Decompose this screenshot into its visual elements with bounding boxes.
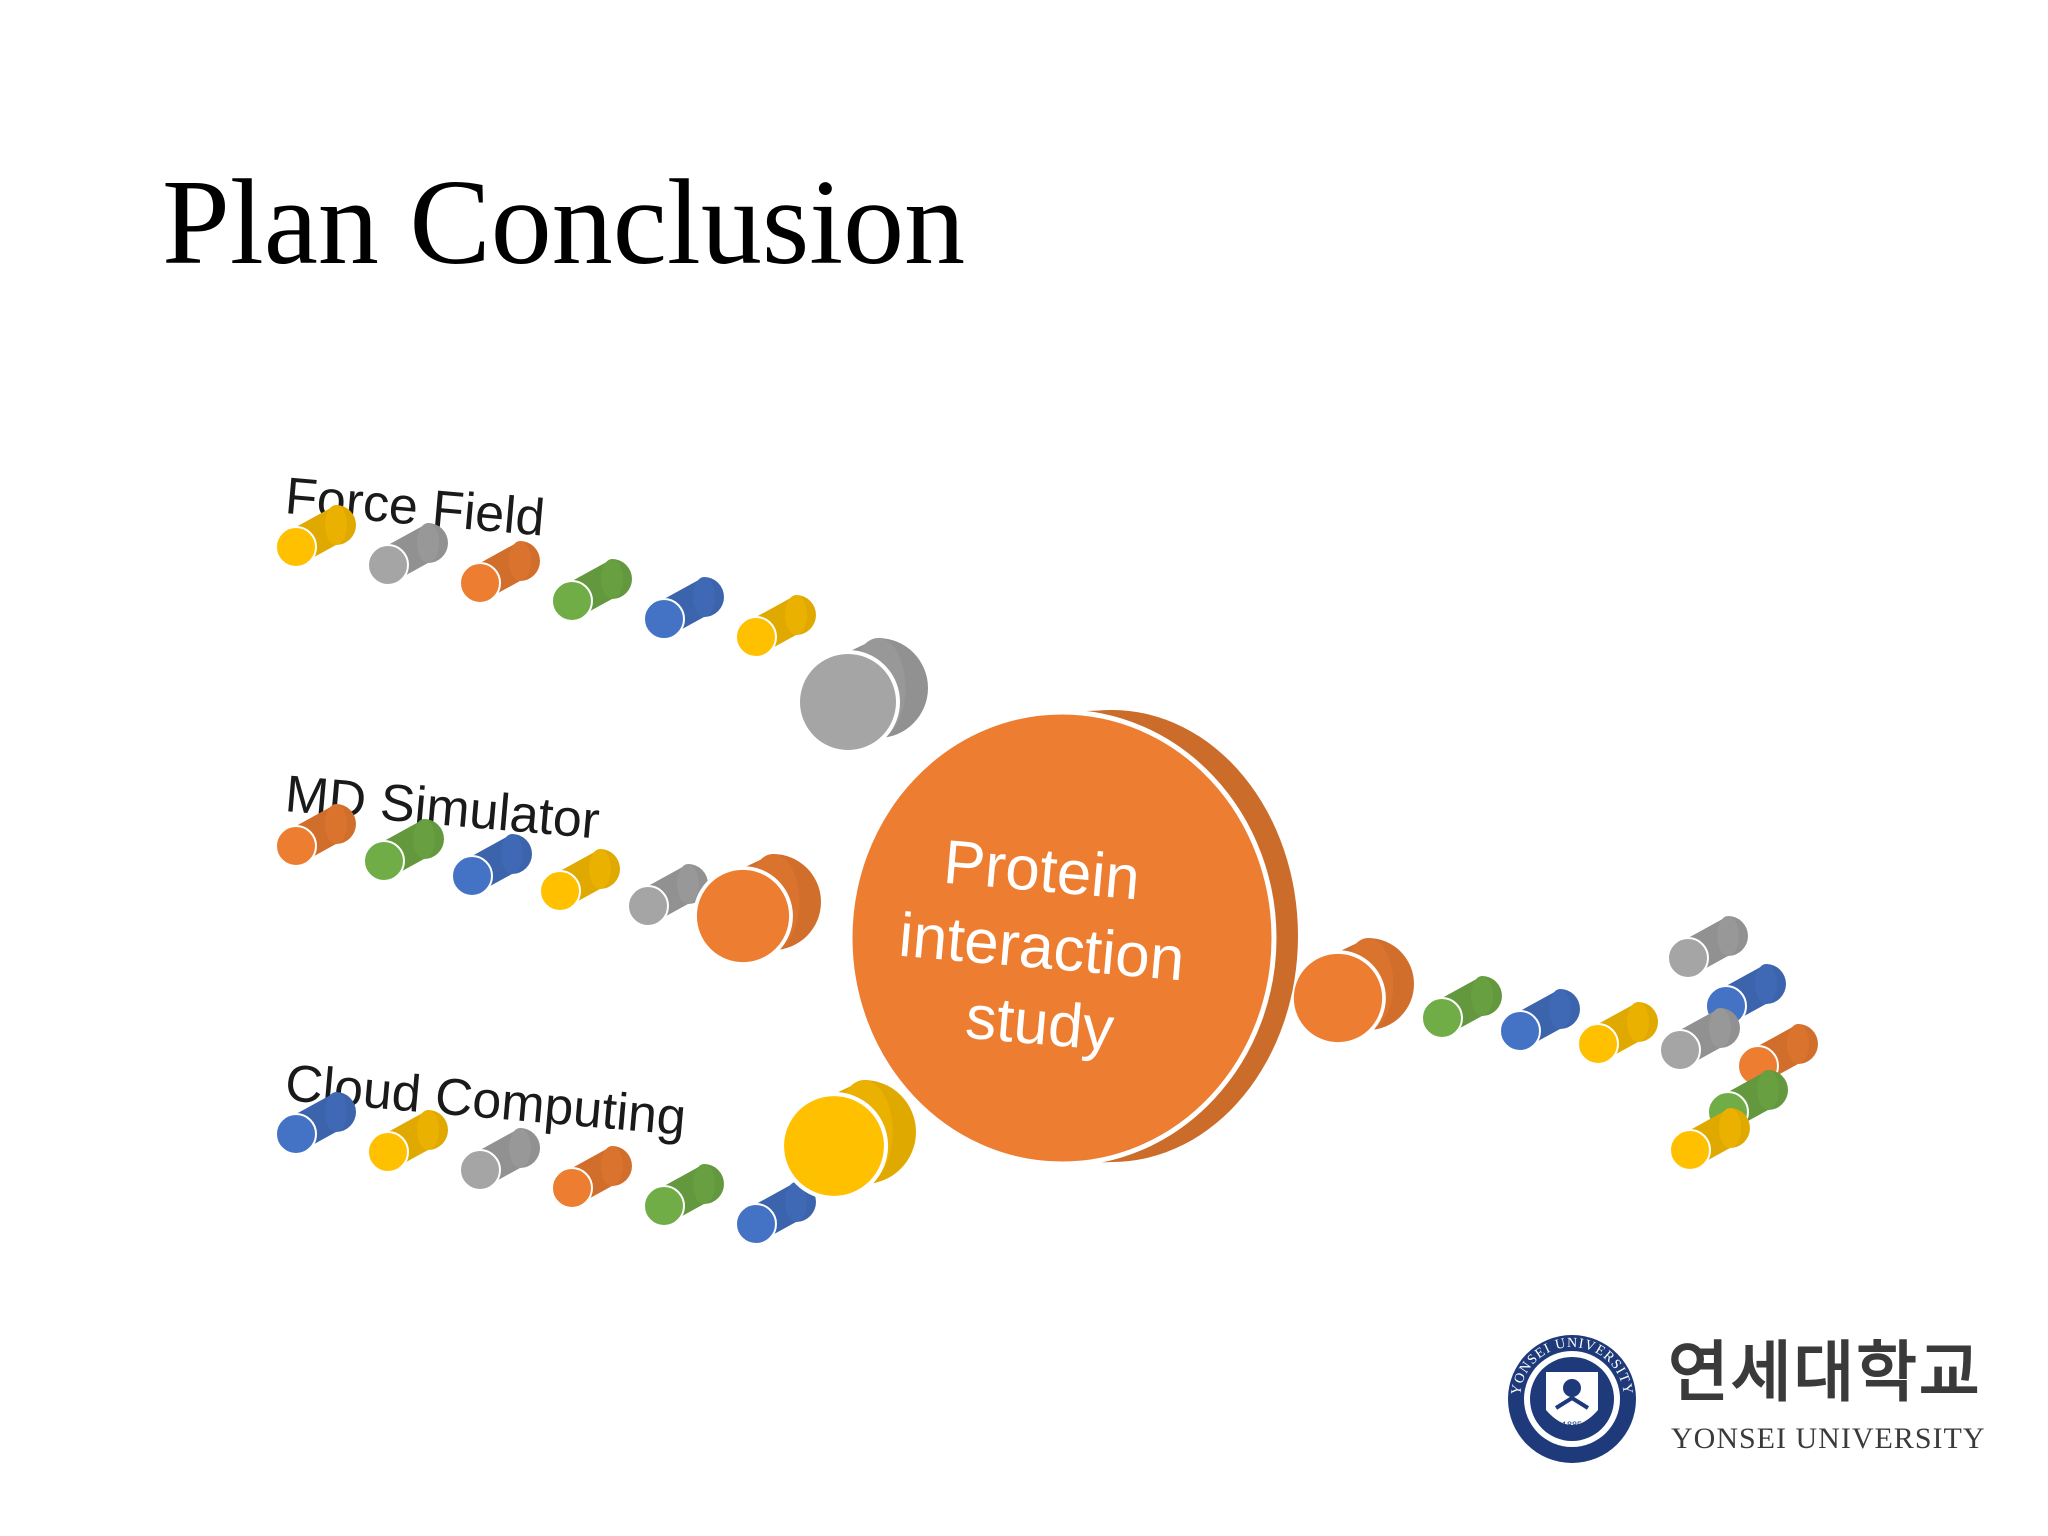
branch-cylinder [643,1164,724,1227]
branch-cylinder [275,1092,356,1155]
branch-cylinder [539,849,620,912]
branch-cylinder [367,523,448,586]
center-label-line: Protein [941,828,1143,914]
branch-cylinder [735,595,816,658]
branch-connector-cylinder [779,1080,916,1201]
branch-cylinder [459,1128,540,1191]
branch-cylinder [367,1110,448,1173]
output-connector-cylinder [1290,938,1414,1046]
branch-cylinder [735,1182,816,1245]
output-fan-cylinder [1659,1008,1740,1071]
slide-title: Plan Conclusion [162,155,966,290]
center-label-line: study [963,983,1117,1065]
branch-cylinder [551,559,632,622]
branch-cylinder [643,577,724,640]
logo-korean-name: 연세대학교 [1668,1334,1982,1411]
output-fan-cylinder [1737,1024,1818,1087]
logo-english-name: YONSEI UNIVERSITY [1671,1422,1986,1455]
branch-cylinder [451,834,532,897]
output-fan-cylinder [1667,916,1748,979]
output-cylinder [1421,976,1502,1039]
branch-cylinder [459,541,540,604]
output-cylinder [1499,989,1580,1052]
branch-cylinder [627,864,708,927]
branch-cylinder [275,804,356,867]
branch-cylinder [551,1146,632,1209]
branch-cylinder [275,505,356,568]
branch-connector-cylinder [796,638,928,754]
output-cylinder [1577,1002,1658,1065]
branch-cylinder [363,819,444,882]
output-fan-cylinder [1669,1108,1750,1171]
seal-year: 1885 [1562,1420,1582,1430]
branch-connector-cylinder [693,854,821,966]
